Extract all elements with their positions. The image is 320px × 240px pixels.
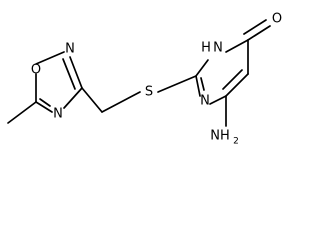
carbonyl-o-label: O [272,12,282,27]
bond-n2-c3-double [62,58,76,90]
pyrimidine-nh-h-label: H [201,41,211,56]
bond-methyl [7,101,37,124]
bond-n1-c2 [195,75,201,97]
bonds [7,19,271,127]
bond-ch2-s [101,91,141,113]
bond-c4-o-double [243,19,267,35]
molecule-structure: O N N S H N N O NH 2 [7,12,282,147]
amino-subscript-label: 2 [233,137,239,147]
atom-labels: O N N S H N N O NH 2 [31,12,282,147]
bond-n2-c3 [69,56,83,89]
pyrimidine-n-label: N [200,94,210,109]
bond-n4-c5-double [39,98,51,107]
oxadiazole-n-bottom-label: N [53,107,63,122]
bond-c5-c6 [225,73,249,97]
bond-n1-c2-double [200,77,205,91]
bond-n3-c4 [225,39,249,53]
bond-c3-n4 [63,87,83,109]
oxadiazole-n-top-label: N [65,42,75,57]
bond-c5-c6-double [222,69,243,90]
bond-n4-c5 [35,101,53,113]
bond-c3-ch2 [81,87,103,113]
bond-s-c2 [157,75,197,93]
bond-c4-o [247,25,271,41]
amino-nh-label: NH [210,129,230,144]
bond-c6-n1 [209,95,227,105]
bond-c2-n3 [195,59,209,77]
oxadiazole-o-label: O [31,63,41,78]
pyrimidine-nh-n-label: N [213,41,223,56]
bond-o1-n2 [35,51,65,65]
thioether-s-label: S [145,85,153,100]
